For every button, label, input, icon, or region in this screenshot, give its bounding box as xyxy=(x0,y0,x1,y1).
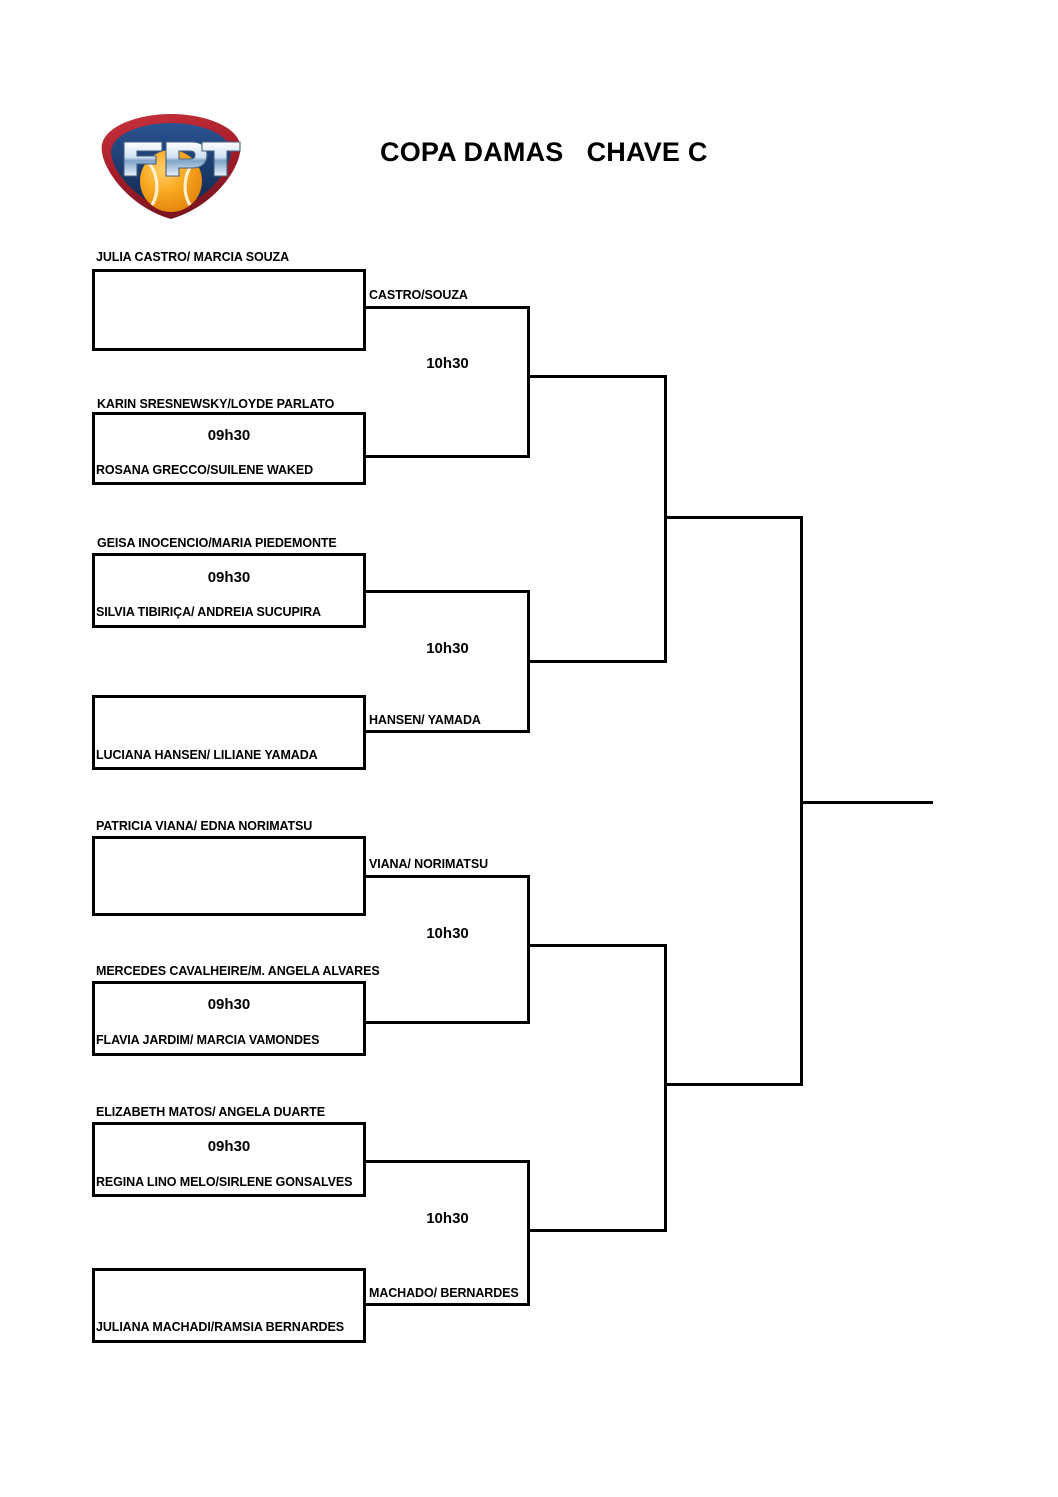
qf4-bottom-connector xyxy=(366,1303,530,1306)
page-title: COPA DAMAS CHAVE C xyxy=(380,137,708,167)
qf3-advancing-top: VIANA/ NORIMATSU xyxy=(369,857,488,871)
r1-match-2-box[interactable] xyxy=(92,412,366,485)
qf4-time: 10h30 xyxy=(426,1210,469,1227)
r1-m4-bottom-team: LUCIANA HANSEN/ LILIANE YAMADA xyxy=(96,748,318,762)
r1-match-7-box[interactable] xyxy=(92,1122,366,1197)
qf2-bottom-connector xyxy=(366,730,530,733)
r1-m7-bottom-team: REGINA LINO MELO/SIRLENE GONSALVES xyxy=(96,1175,353,1189)
qf1-output-connector xyxy=(527,375,667,378)
qf2-top-connector xyxy=(366,590,530,593)
qf1-time: 10h30 xyxy=(426,355,469,372)
qf1-top-connector xyxy=(366,306,530,309)
sf1-vertical-connector xyxy=(664,375,667,663)
qf3-time: 10h30 xyxy=(426,925,469,942)
r1-m1-top-team: JULIA CASTRO/ MARCIA SOUZA xyxy=(96,250,289,264)
final-champion-connector xyxy=(800,801,933,804)
qf1-advancing-top: CASTRO/SOUZA xyxy=(369,288,468,302)
sf2-vertical-connector xyxy=(664,944,667,1232)
qf4-output-connector xyxy=(527,1229,667,1232)
r1-m6-bottom-team: FLAVIA JARDIM/ MARCIA VAMONDES xyxy=(96,1033,320,1047)
r1-m2-top-team: KARIN SRESNEWSKY/LOYDE PARLATO xyxy=(97,397,335,411)
r1-match-5-box[interactable] xyxy=(92,836,366,916)
qf3-vertical-connector xyxy=(527,875,530,1024)
r1-m8-bottom-team: JULIANA MACHADI/RAMSIA BERNARDES xyxy=(96,1320,344,1334)
qf3-output-connector xyxy=(527,944,667,947)
sf1-output-connector xyxy=(664,516,803,519)
qf4-top-connector xyxy=(366,1160,530,1163)
r1-match-4-box[interactable] xyxy=(92,695,366,770)
qf2-output-connector xyxy=(527,660,667,663)
qf3-top-connector xyxy=(366,875,530,878)
sf2-output-connector xyxy=(664,1083,803,1086)
r1-m3-time: 09h30 xyxy=(207,569,251,586)
r1-m3-bottom-team: SILVIA TIBIRIÇA/ ANDREIA SUCUPIRA xyxy=(96,605,321,619)
r1-match-6-box[interactable] xyxy=(92,981,366,1056)
qf1-bottom-connector xyxy=(366,455,530,458)
r1-match-8-box[interactable] xyxy=(92,1268,366,1343)
qf4-vertical-connector xyxy=(527,1160,530,1306)
r1-m2-bottom-team: ROSANA GRECCO/SUILENE WAKED xyxy=(96,463,313,477)
r1-m6-top-team: MERCEDES CAVALHEIRE/M. ANGELA ALVARES xyxy=(96,964,380,978)
r1-m2-time: 09h30 xyxy=(207,427,251,444)
qf4-advancing-bottom: MACHADO/ BERNARDES xyxy=(369,1286,519,1300)
r1-m7-top-team: ELIZABETH MATOS/ ANGELA DUARTE xyxy=(96,1105,325,1119)
qf2-time: 10h30 xyxy=(426,640,469,657)
qf2-advancing-bottom: HANSEN/ YAMADA xyxy=(369,713,481,727)
r1-m7-time: 09h30 xyxy=(207,1138,251,1155)
fpt-logo xyxy=(96,110,246,223)
r1-match-3-box[interactable] xyxy=(92,553,366,628)
r1-match-1-box[interactable] xyxy=(92,269,366,351)
qf1-vertical-connector xyxy=(527,306,530,458)
r1-m3-top-team: GEISA INOCENCIO/MARIA PIEDEMONTE xyxy=(97,536,337,550)
qf3-bottom-connector xyxy=(366,1021,530,1024)
r1-m6-time: 09h30 xyxy=(207,996,251,1013)
r1-m5-top-team: PATRICIA VIANA/ EDNA NORIMATSU xyxy=(96,819,313,833)
